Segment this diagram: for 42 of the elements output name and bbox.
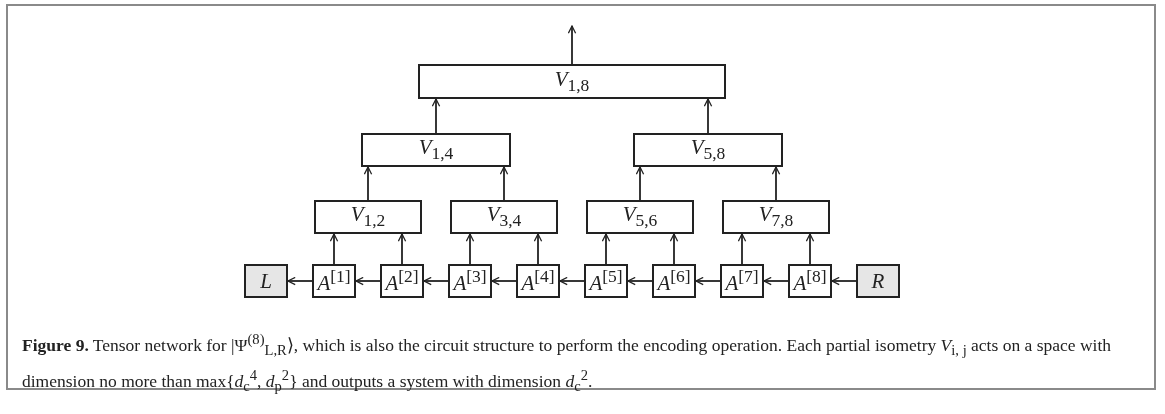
tensor-box: A$^{[2]}$ (380, 264, 424, 298)
arrow (423, 276, 449, 286)
arrow (363, 166, 373, 201)
tensor-box: A$^{[6]}$ (652, 264, 696, 298)
arrow (533, 233, 543, 265)
boundary-tensor-box: L (244, 264, 288, 298)
arrow (329, 233, 339, 265)
arrow (567, 25, 577, 65)
arrow (491, 276, 517, 286)
tensor-box: A$^{[5]}$ (584, 264, 628, 298)
isometry-box: V$_{1,4}$ (361, 133, 511, 167)
arrow (695, 276, 721, 286)
tensor-box: A$^{[7]}$ (720, 264, 764, 298)
arrow (431, 98, 441, 134)
arrow (355, 276, 381, 286)
tensor-box: A$^{[3]}$ (448, 264, 492, 298)
arrow (601, 233, 611, 265)
arrow (287, 276, 313, 286)
arrow (397, 233, 407, 265)
arrow (669, 233, 679, 265)
tensor-box: A$^{[8]}$ (788, 264, 832, 298)
arrow (635, 166, 645, 201)
arrow (805, 233, 815, 265)
arrow (627, 276, 653, 286)
isometry-box: V$_{5,6}$ (586, 200, 694, 234)
tensor-box: A$^{[4]}$ (516, 264, 560, 298)
arrow (465, 233, 475, 265)
arrow (737, 233, 747, 265)
isometry-box: V$_{1,8}$ (418, 64, 726, 99)
arrow (559, 276, 585, 286)
arrow (703, 98, 713, 134)
arrow (763, 276, 789, 286)
tensor-box: A$^{[1]}$ (312, 264, 356, 298)
boundary-tensor-box: R (856, 264, 900, 298)
isometry-box: V$_{5,8}$ (633, 133, 783, 167)
isometry-box: V$_{7,8}$ (722, 200, 830, 234)
arrow (771, 166, 781, 201)
isometry-box: V$_{3,4}$ (450, 200, 558, 234)
figure-caption: Figure 9. Tensor network for |Ψ$^{(8)}$$_{L,R}$⟩, which is also the circuit structure to perform the encoding operation. Each partial isometry V$_{i, j}$ acts on a space with dimension no more than max{d$_{c}$$^{4}$, d$_{p}$$^{2}$} and outputs a system with dimension d$_{c}$$^{2}$. (22, 330, 1112, 397)
arrow (499, 166, 509, 201)
arrow (831, 276, 857, 286)
isometry-box: V$_{1,2}$ (314, 200, 422, 234)
